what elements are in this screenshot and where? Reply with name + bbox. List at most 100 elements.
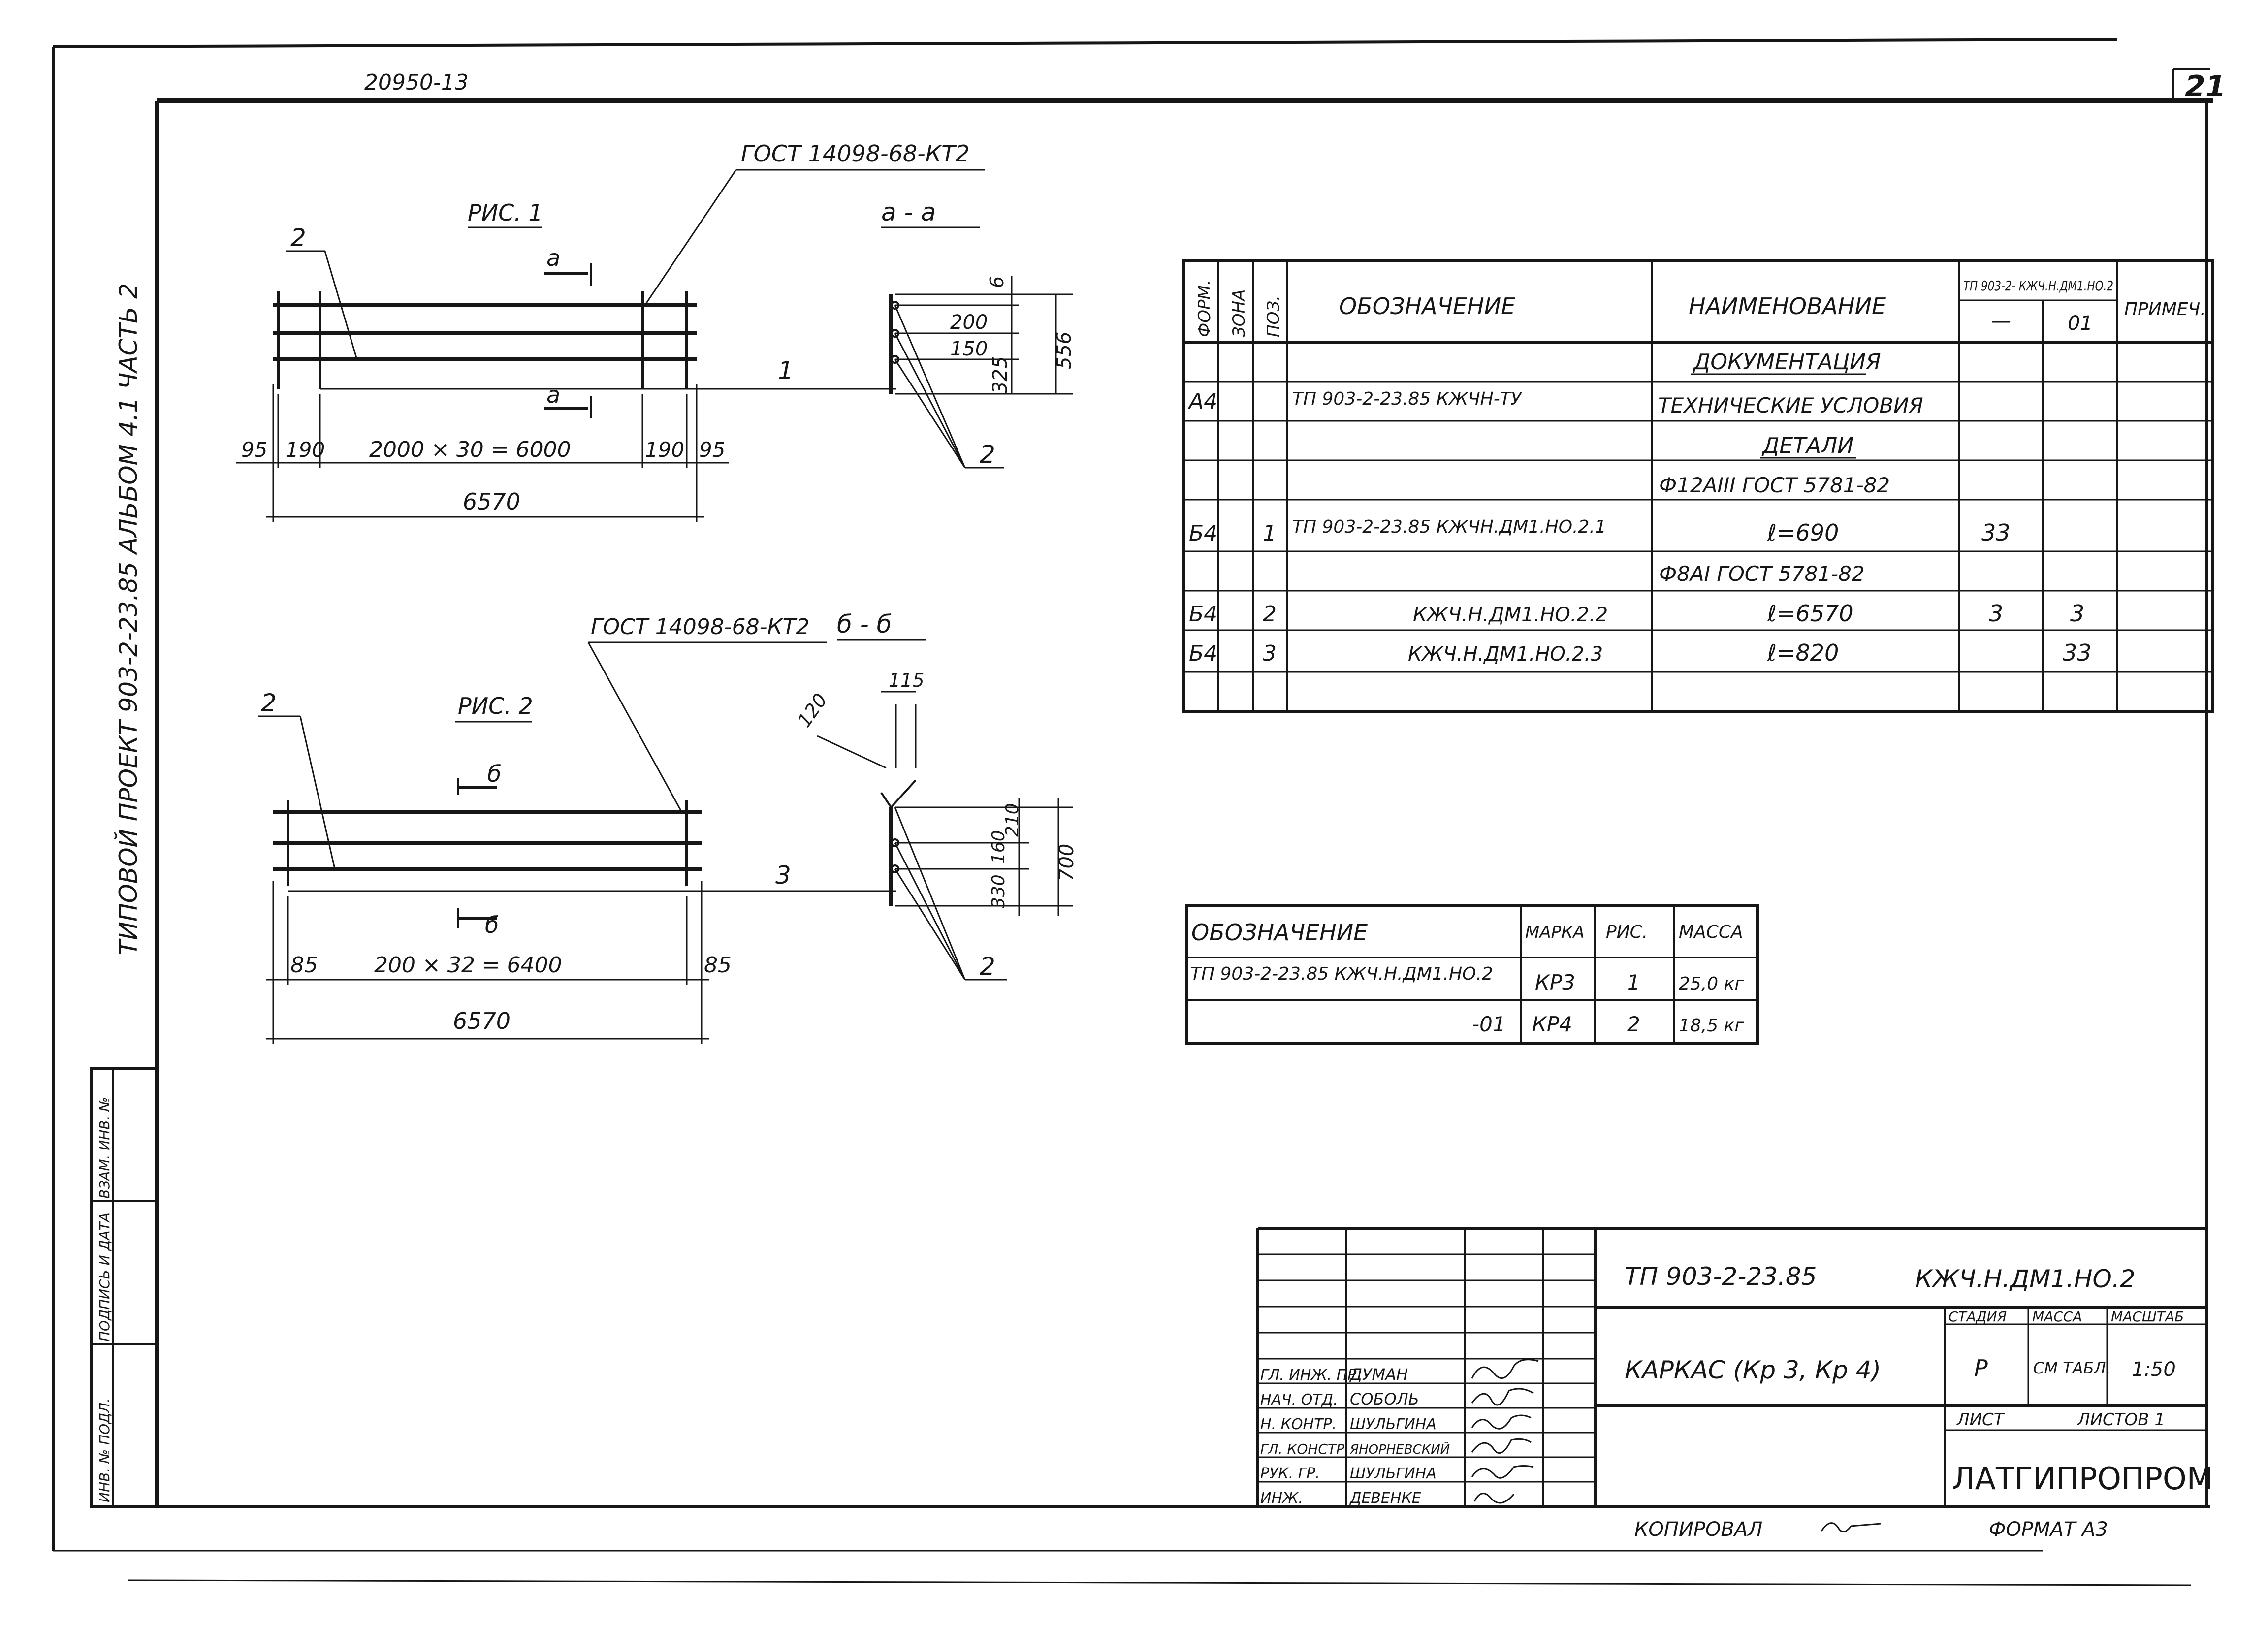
person-2-name: ШУЛЬГИНА	[1350, 1416, 1437, 1433]
signature-1	[1471, 1388, 1534, 1406]
fig2-total: 6570	[453, 1008, 511, 1034]
format-label: ФОРМАТ А3	[1989, 1518, 2108, 1541]
section-b-dim-210: 210	[1002, 803, 1022, 837]
fig1-dim-95-left: 95	[241, 438, 267, 462]
spec-row-4-qty-a: 33	[1981, 519, 2011, 546]
person-2-role: Н. КОНТР.	[1260, 1416, 1337, 1433]
spec-row-1-format: А4	[1187, 389, 1217, 414]
title-stage-label: СТАДИЯ	[1949, 1309, 2007, 1325]
title-scale: 1:50	[2132, 1358, 2176, 1381]
person-0-name: ДУМАН	[1349, 1365, 1408, 1384]
fig1-pos-bars: 2	[290, 223, 306, 252]
marks-row-1-mark: КР4	[1532, 1012, 1572, 1036]
fig1-dim-190-right: 190	[645, 438, 684, 462]
copied-label: КОПИРОВАЛ	[1634, 1518, 1762, 1541]
fig2-title: РИС. 2	[458, 693, 533, 719]
stamp-replace-label: ВЗАМ. ИНВ. №	[96, 1097, 113, 1199]
marks-row-1-mass: 18,5 кг	[1679, 1016, 1744, 1036]
signature-0	[1471, 1359, 1539, 1379]
spec-header-designation: ОБОЗНАЧЕНИЕ	[1339, 293, 1515, 319]
spec-header-pos: ПОЗ.	[1264, 295, 1283, 337]
section-a: а - а 6 200 150 325 556 2	[881, 198, 1076, 469]
marks-header-designation: ОБОЗНАЧЕНИЕ	[1191, 919, 1368, 946]
spec-row-5-name: Ф8АI ГОСТ 5781-82	[1659, 562, 1865, 586]
fig2-section-mark-top: б	[487, 761, 501, 787]
title-mass: СМ ТАБЛ.	[2033, 1359, 2111, 1377]
copied-signature	[1821, 1522, 1881, 1532]
spec-row-4-pos: 1	[1263, 521, 1277, 546]
title-code-right: КЖЧ.Н.ДМ1.НО.2	[1915, 1265, 2136, 1293]
spec-table: ФОРМ. ЗОНА ПОЗ. ОБОЗНАЧЕНИЕ НАИМЕНОВАНИЕ…	[1182, 259, 2214, 713]
title-block: ТП 903-2-23.85 КЖЧ.Н.ДМ1.НО.2 КАРКАС (Кр…	[1256, 1227, 2213, 1541]
title-code-left: ТП 903-2-23.85	[1625, 1262, 1817, 1291]
fig1-title: РИС. 1	[468, 199, 543, 226]
spec-row-4-format: Б4	[1189, 521, 1217, 546]
section-b-dim-120: 120	[793, 690, 831, 732]
spec-row-0-name: ДОКУМЕНТАЦИЯ	[1693, 350, 1881, 375]
fig1-total: 6570	[463, 488, 520, 515]
section-a-dim-556: 556	[1053, 332, 1076, 369]
person-3-name: ЯНОРНЕВСКИЙ	[1349, 1441, 1450, 1457]
section-b-title: б - б	[837, 610, 892, 638]
section-a-title: а - а	[881, 198, 936, 226]
archive-number: 20950-13	[364, 70, 469, 95]
spec-row-6-designation: КЖЧ.Н.ДМ1.НО.2.2	[1413, 604, 1608, 626]
title-name: КАРКАС (Кр 3, Кр 4)	[1625, 1356, 1881, 1384]
person-4-role: РУК. ГР.	[1260, 1465, 1320, 1482]
title-scale-label: МАСШТАБ	[2111, 1309, 2184, 1325]
left-stamp: ИНВ. № ПОДЛ. ПОДПИСЬ И ДАТА ВЗАМ. ИНВ. №	[90, 1067, 158, 1508]
fig2-gost-label: ГОСТ 14098-68-КТ2	[591, 614, 810, 639]
spec-row-6-pos: 2	[1263, 602, 1277, 627]
section-a-dim-325: 325	[989, 356, 1012, 394]
spec-row-7-format: Б4	[1189, 641, 1217, 666]
marks-header-fig: РИС.	[1606, 922, 1648, 942]
spec-row-1-name: ТЕХНИЧЕСКИЕ УСЛОВИЯ	[1658, 393, 1923, 417]
person-5-name: ДЕВЕНКЕ	[1349, 1490, 1421, 1507]
fig1-pos-cross: 1	[778, 356, 794, 385]
fig1-dim-main: 2000 × 30 = 6000	[369, 437, 571, 462]
marks-table: ОБОЗНАЧЕНИЕ МАРКА РИС. МАССА ТП 903-2-23…	[1185, 904, 1759, 1045]
section-b-dim-700: 700	[1055, 844, 1078, 881]
spec-row-4-name: ℓ=690	[1767, 519, 1839, 546]
fig1-dim-190-left: 190	[286, 438, 325, 462]
spec-row-4-designation: ТП 903-2-23.85 КЖЧН.ДМ1.НО.2.1	[1292, 517, 1606, 537]
spec-row-2-name: ДЕТАЛИ	[1761, 433, 1853, 458]
spec-header-name: НАИМЕНОВАНИЕ	[1689, 293, 1886, 319]
fig2-section-mark-bottom: б	[485, 912, 499, 938]
fig1-section-mark-bottom: а	[546, 382, 560, 408]
fig2-pos-cross: 3	[775, 861, 791, 890]
marks-row-0-fig: 1	[1627, 970, 1640, 994]
spec-row-6-format: Б4	[1189, 602, 1217, 627]
fig1-section-mark-top: а	[546, 245, 560, 271]
title-organization: ЛАТГИПРОПРОМ	[1952, 1461, 2213, 1497]
marks-row-0-mark: КР3	[1535, 970, 1575, 994]
person-0-role: ГЛ. ИНЖ. ПР.	[1260, 1367, 1361, 1384]
fig2-dim-85-left: 85	[290, 953, 318, 978]
spec-row-7-qty-b: 33	[2063, 639, 2092, 666]
person-4-name: ШУЛЬГИНА	[1350, 1465, 1437, 1482]
spec-row-7-name: ℓ=820	[1767, 639, 1839, 666]
fig2-dim-85-right: 85	[704, 953, 732, 978]
section-b-pos: 2	[980, 952, 995, 981]
signature-4	[1471, 1465, 1534, 1479]
fig1-gost-label: ГОСТ 14098-68-КТ2	[741, 140, 970, 167]
spec-row-6-qty-b: 3	[2070, 600, 2084, 627]
signature-5	[1473, 1493, 1515, 1504]
series-label: ТИПОВОЙ ПРОЕКТ 903-2-23.85 АЛЬБОМ 4.1 ЧА…	[114, 283, 143, 955]
marks-row-1-designation: -01	[1472, 1012, 1506, 1036]
sheet-frame	[52, 38, 2213, 1586]
section-b-dim-160: 160	[989, 830, 1009, 864]
signature-2	[1471, 1414, 1532, 1430]
section-b: б - б 115 120 330 160 210 700 2	[793, 610, 1078, 981]
spec-header-note: ПРИМЕЧ.	[2124, 299, 2206, 319]
fig2-pos-bars: 2	[261, 689, 277, 717]
stamp-sign-label: ПОДПИСЬ И ДАТА	[96, 1213, 113, 1341]
figure-1: РИС. 1 ГОСТ 14098-68-КТ2 2 а а 1	[236, 140, 985, 522]
marks-header-mark: МАРКА	[1525, 923, 1585, 942]
spec-header-qty-b: 01	[2068, 312, 2093, 335]
fig2-dim-main: 200 × 32 = 6400	[374, 953, 562, 978]
section-a-pos: 2	[980, 440, 995, 469]
stamp-inv-label: ИНВ. № ПОДЛ.	[96, 1398, 113, 1502]
person-1-role: НАЧ. ОТД.	[1260, 1391, 1338, 1408]
